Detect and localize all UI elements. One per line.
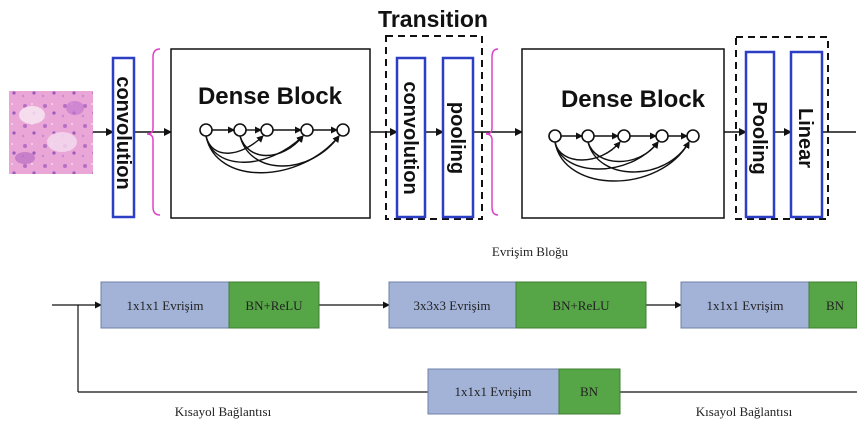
bn-relu-label-2: BN+ReLU (552, 298, 610, 313)
conv-1x1x1-box-1 (100, 281, 230, 329)
transition-convolution-label: convolution (399, 81, 421, 194)
dense-block-1-label: Dense Block (198, 83, 343, 110)
transition-title: Transition (378, 6, 488, 32)
output-dashed-box (735, 36, 829, 220)
conv-block-title: Evrişim Bloğu (492, 244, 569, 259)
bn-box-3 (808, 281, 857, 329)
transition-dashed-box (385, 35, 483, 220)
shortcut-conv-label: 1x1x1 Evrişim (455, 384, 532, 399)
conv-3x3x3-label: 3x3x3 Evrişim (414, 298, 491, 313)
shortcut-bn-label: BN (580, 384, 599, 399)
brace-left-2 (485, 48, 499, 216)
linear-box (789, 50, 824, 219)
dense-connections-1 (205, 126, 340, 174)
conv-block-lines (52, 301, 857, 393)
transition-pooling-box (441, 56, 475, 219)
dense-nodes-2 (548, 129, 700, 143)
linear-label: Linear (794, 108, 816, 168)
conv-1x1x1-label-1: 1x1x1 Evrişim (127, 298, 204, 313)
brace-left-1 (146, 48, 161, 216)
final-pooling-box (744, 50, 776, 219)
conv-1x1x1-box-3 (680, 281, 810, 329)
input-convolution-box (111, 56, 136, 219)
bn-relu-box-1 (228, 281, 320, 329)
bn-relu-label-1: BN+ReLU (245, 298, 303, 313)
shortcut-label-left: Kısayol Bağlantısı (175, 404, 272, 419)
dense-connections-2 (554, 132, 690, 182)
shortcut-bn-box (558, 368, 621, 415)
final-pooling-label: Pooling (748, 101, 770, 174)
dense-block-2-label: Dense Block (561, 86, 706, 113)
input-image (9, 91, 93, 174)
transition-pooling-label: pooling (446, 102, 468, 174)
input-convolution-label: convolution (112, 76, 134, 189)
dense-nodes-1 (199, 123, 350, 137)
shortcut-label-right: Kısayol Bağlantısı (696, 404, 793, 419)
transition-convolution-box (395, 56, 427, 219)
shortcut-conv-box (427, 368, 560, 415)
bn-label-3: BN (826, 298, 845, 313)
conv-1x1x1-label-3: 1x1x1 Evrişim (707, 298, 784, 313)
bn-relu-box-2 (515, 281, 647, 329)
